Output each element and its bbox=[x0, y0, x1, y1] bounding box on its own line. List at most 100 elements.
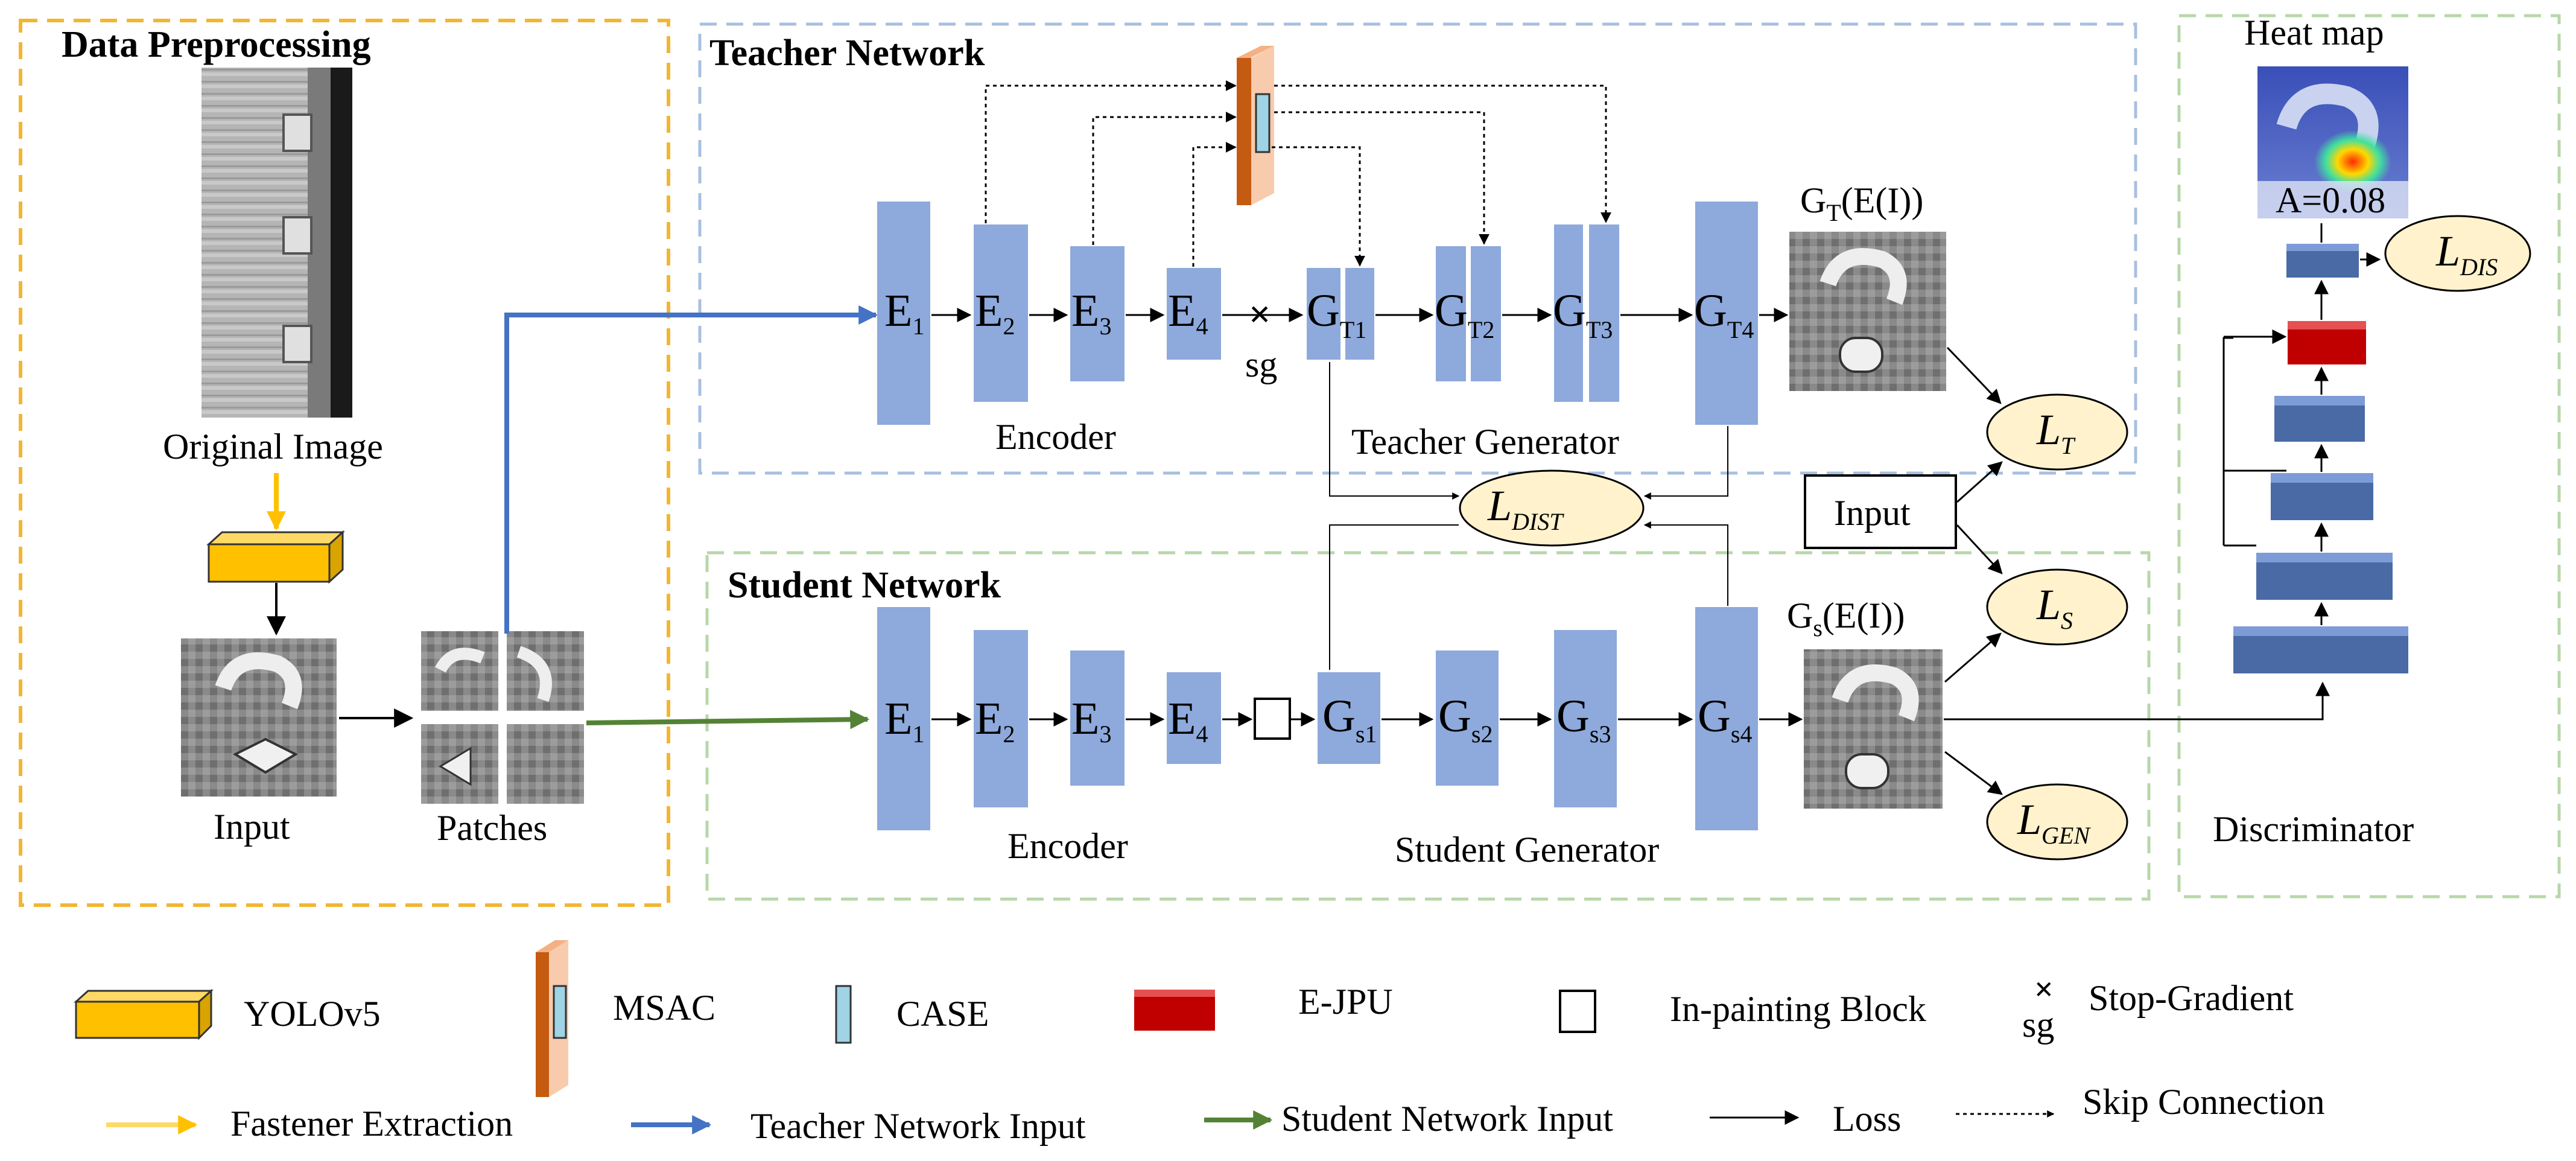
skip-connections bbox=[985, 80, 1611, 267]
heatmap-score: A=0.08 bbox=[2276, 180, 2385, 220]
patches-image bbox=[421, 631, 584, 804]
legend-ejpu-label: E-JPU bbox=[1298, 982, 1393, 1022]
loss-gen-label: LGEN bbox=[2017, 795, 2091, 849]
legend-case-swatch bbox=[835, 985, 852, 1044]
teacher-e1-label: E1 bbox=[884, 285, 924, 340]
student-gs3-label: Gs3 bbox=[1556, 691, 1611, 748]
student-e2-block bbox=[974, 630, 1028, 807]
teacher-output-label: GT(E(I)) bbox=[1800, 180, 1923, 226]
student-gs2-label: Gs2 bbox=[1438, 691, 1493, 748]
student-gs4-block bbox=[1695, 607, 1758, 830]
preprocess-frame bbox=[19, 19, 670, 907]
legend-loss-label: Loss bbox=[1833, 1099, 1901, 1139]
teacher-e2-block bbox=[974, 224, 1028, 402]
msac-block bbox=[1237, 46, 1274, 205]
teacher-e2-label: E2 bbox=[975, 285, 1015, 340]
input-box-label: Input bbox=[1834, 493, 1911, 533]
discriminator-arrows bbox=[2222, 223, 2381, 625]
discriminator-layers bbox=[2233, 244, 2408, 673]
legend-fastener-label: Fastener Extraction bbox=[230, 1104, 513, 1144]
heatmap-image bbox=[2257, 66, 2408, 218]
legend-teacher-label: Teacher Network Input bbox=[750, 1106, 1086, 1146]
teacher-encoder-label: Encoder bbox=[995, 417, 1116, 457]
legend-skip-label: Skip Connection bbox=[2083, 1082, 2325, 1122]
legend-inpainting-label: In-painting Block bbox=[1670, 989, 1926, 1029]
teacher-gt3-block-a bbox=[1554, 224, 1583, 402]
teacher-e4-block bbox=[1167, 268, 1221, 360]
student-gs4-label: Gs4 bbox=[1698, 691, 1752, 748]
discriminator-frame bbox=[2177, 14, 2561, 899]
teacher-output-image bbox=[1789, 232, 1946, 391]
input-image bbox=[181, 638, 337, 797]
student-gs3-block bbox=[1554, 630, 1617, 807]
input-label: Input bbox=[214, 807, 290, 847]
legend-stopgrad-label: Stop-Gradient bbox=[2089, 978, 2294, 1018]
teacher-gt3-label: GT3 bbox=[1553, 285, 1613, 343]
student-e1-label: E1 bbox=[884, 693, 924, 748]
student-input-arrow bbox=[586, 710, 870, 730]
stop-gradient-label: sg bbox=[1245, 345, 1277, 384]
legend-msac-label: MSAC bbox=[613, 988, 715, 1028]
student-title: Student Network bbox=[728, 565, 1001, 606]
student-gs1-label: Gs1 bbox=[1322, 691, 1377, 748]
teacher-e1-block bbox=[877, 202, 930, 425]
student-e4-block bbox=[1167, 672, 1221, 764]
inpainting-block bbox=[1254, 698, 1291, 740]
student-e3-label: E3 bbox=[1071, 693, 1111, 748]
loss-dist-label: LDIST bbox=[1487, 482, 1564, 535]
teacher-frame bbox=[698, 22, 2137, 475]
student-encoder-label: Encoder bbox=[1007, 826, 1128, 866]
student-generator-label: Student Generator bbox=[1395, 830, 1659, 870]
patches-label: Patches bbox=[437, 808, 547, 848]
teacher-gt4-label: GT4 bbox=[1694, 285, 1754, 343]
teacher-generator-blocks bbox=[1307, 202, 1758, 425]
teacher-gt1-block-a bbox=[1307, 268, 1340, 360]
yolo-block bbox=[206, 530, 345, 584]
loss-dis bbox=[2384, 215, 2531, 292]
teacher-generator-label: Teacher Generator bbox=[1351, 422, 1619, 462]
student-output-label: Gs(E(I)) bbox=[1787, 596, 1905, 641]
teacher-gt4-block bbox=[1695, 202, 1758, 425]
teacher-gt1-block-b bbox=[1345, 268, 1374, 360]
loss-gen bbox=[1986, 783, 2128, 860]
student-output-image bbox=[1804, 649, 1943, 809]
legend-stopgrad-mark: × bbox=[2034, 971, 2054, 1008]
loss-dis-label: LDIS bbox=[2435, 227, 2498, 281]
student-gs2-block bbox=[1436, 650, 1499, 786]
teacher-gt2-block-a bbox=[1436, 246, 1466, 381]
teacher-input-arrow bbox=[504, 305, 878, 634]
loss-dist bbox=[1459, 469, 1645, 547]
teacher-e3-label: E3 bbox=[1071, 285, 1111, 340]
teacher-gt2-label: GT2 bbox=[1435, 285, 1494, 343]
teacher-e3-block bbox=[1070, 246, 1125, 381]
loss-t-label: LT bbox=[2036, 406, 2076, 459]
student-gs1-block bbox=[1318, 672, 1380, 764]
student-e3-block bbox=[1070, 650, 1125, 786]
teacher-gt2-block-b bbox=[1471, 246, 1501, 381]
student-e2-label: E2 bbox=[975, 693, 1015, 748]
teacher-e4-label: E4 bbox=[1168, 285, 1208, 340]
case-block bbox=[1255, 93, 1271, 153]
preprocess-title: Data Preprocessing bbox=[62, 24, 371, 65]
loss-t bbox=[1986, 393, 2128, 471]
student-encoder-blocks bbox=[877, 607, 1221, 830]
student-frame bbox=[705, 551, 2151, 901]
loss-s bbox=[1986, 568, 2128, 646]
teacher-encoder-blocks bbox=[877, 202, 1221, 425]
legend-yolo-swatch bbox=[74, 988, 214, 1040]
legend-inpainting-swatch bbox=[1559, 990, 1596, 1033]
teacher-gt3-block-b bbox=[1589, 224, 1619, 402]
discriminator-label: Discriminator bbox=[2213, 809, 2414, 849]
legend-msac-swatch bbox=[536, 940, 568, 1097]
legend-yolo-label: YOLOv5 bbox=[244, 994, 381, 1034]
original-image-label: Original Image bbox=[163, 427, 383, 466]
input-box bbox=[1804, 474, 1957, 549]
student-e4-label: E4 bbox=[1168, 693, 1208, 748]
student-e1-block bbox=[877, 607, 930, 830]
output-to-discriminator-arrow bbox=[1944, 681, 2330, 720]
loss-arrows bbox=[1944, 346, 2003, 795]
teacher-title: Teacher Network bbox=[709, 33, 985, 74]
legend-stopgrad-sg: sg bbox=[2022, 1005, 2054, 1045]
stop-gradient-mark: × bbox=[1249, 293, 1271, 336]
